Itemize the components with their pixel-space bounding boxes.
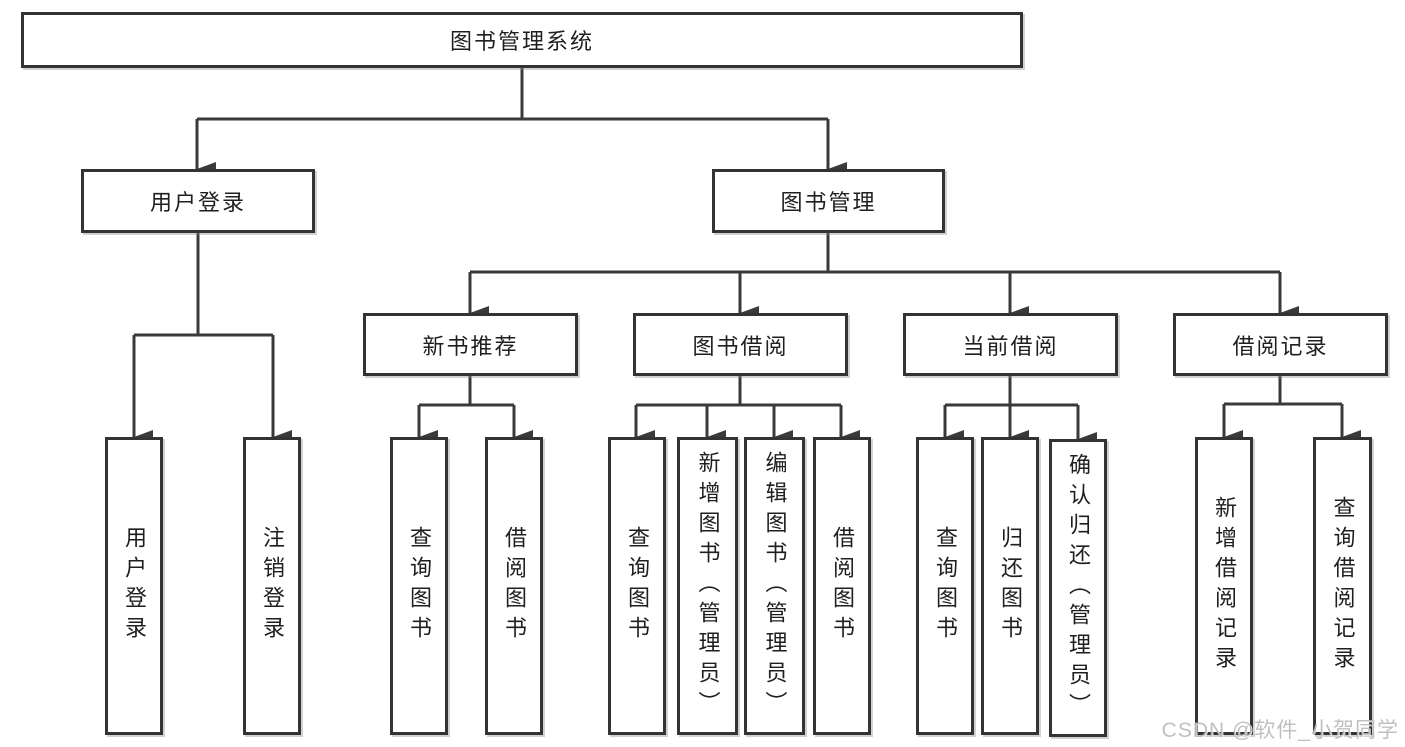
diagram-box-label: 当前借阅 (962, 333, 1059, 359)
diagram-box-label: 查询图书 (407, 526, 432, 646)
diagram-box-label: 确认归还（管理员） (1066, 453, 1091, 723)
diagram-box-label: 图书借阅 (692, 333, 789, 359)
diagram-box-leaf-add-book-admin: 新增图书（管理员） (677, 437, 738, 735)
diagram-box-book-borrow: 图书借阅 (633, 313, 848, 376)
diagram-box-label: 查询借阅记录 (1330, 496, 1356, 676)
diagram-box-borrow-record: 借阅记录 (1173, 313, 1388, 376)
diagram-box-leaf-query-book: 查询图书 (608, 437, 666, 735)
diagram-box-label: 新书推荐 (422, 333, 519, 359)
csdn-watermark: CSDN @软件_小贺同学 (1161, 719, 1399, 742)
diagram-box-label: 归还图书 (998, 526, 1023, 646)
diagram-box-leaf-return-book: 归还图书 (981, 437, 1039, 735)
diagram-box-label: 图书管理系统 (449, 29, 594, 54)
diagram-box-current-borrow: 当前借阅 (903, 313, 1118, 376)
diagram-box-label: 查询图书 (625, 526, 650, 646)
diagram-box-user-login: 用户登录 (81, 169, 315, 233)
diagram-box-label: 图书管理 (780, 190, 877, 215)
diagram-box-root: 图书管理系统 (21, 12, 1023, 68)
diagram-box-label: 用户登录 (122, 526, 147, 646)
diagram-box-leaf-query-book: 查询图书 (390, 437, 448, 735)
diagram-box-new-book-recommend: 新书推荐 (363, 313, 578, 376)
diagram-box-label: 借阅图书 (502, 526, 527, 646)
diagram-box-leaf-logout: 注销登录 (243, 437, 301, 735)
diagram-box-label: 编辑图书（管理员） (762, 451, 788, 721)
diagram-box-leaf-borrow-book: 借阅图书 (485, 437, 543, 735)
diagram-box-label: 借阅图书 (830, 526, 855, 646)
diagram-box-label: 用户登录 (149, 190, 246, 215)
diagram-box-leaf-add-borrow-record: 新增借阅记录 (1195, 437, 1253, 735)
diagram-box-leaf-edit-book-admin: 编辑图书（管理员） (744, 437, 805, 735)
diagram-box-label: 查询图书 (933, 526, 958, 646)
diagram-box-leaf-query-book: 查询图书 (916, 437, 974, 735)
diagram-box-label: 注销登录 (260, 526, 285, 646)
diagram-box-label: 新增图书（管理员） (695, 451, 721, 721)
diagram-box-leaf-user-login: 用户登录 (105, 437, 163, 735)
diagram-box-book-management: 图书管理 (712, 169, 945, 233)
diagram-box-leaf-confirm-return-admin: 确认归还（管理员） (1049, 439, 1107, 737)
diagram-box-leaf-borrow-book: 借阅图书 (813, 437, 871, 735)
diagram-box-label: 借阅记录 (1232, 333, 1329, 359)
diagram-box-leaf-query-borrow-record: 查询借阅记录 (1313, 437, 1372, 735)
diagram-box-label: 新增借阅记录 (1212, 496, 1237, 676)
